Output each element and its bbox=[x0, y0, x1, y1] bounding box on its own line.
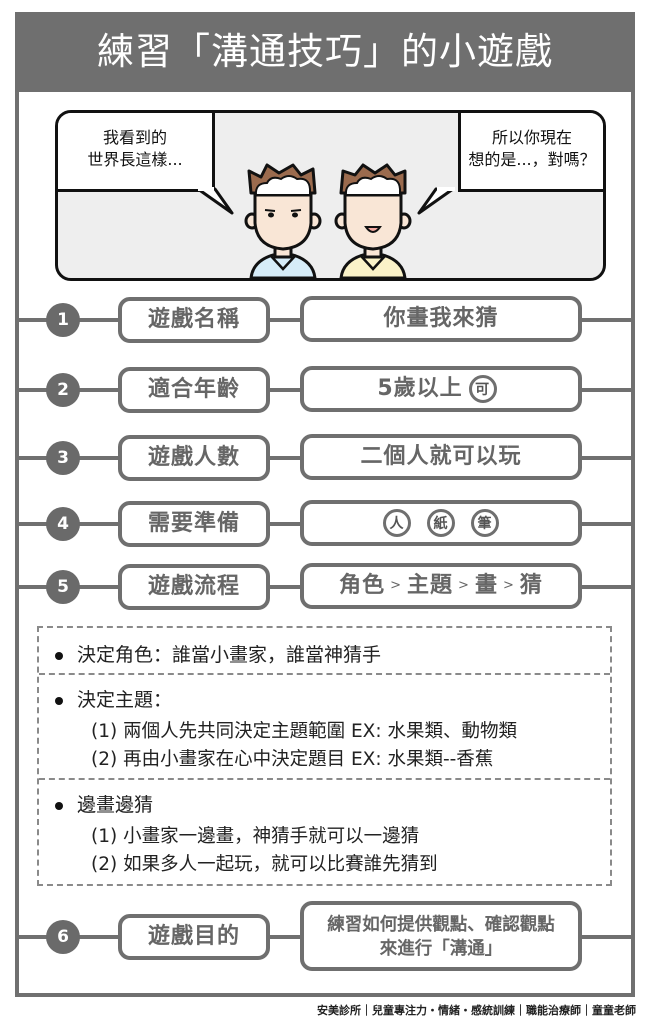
speech-bubble-right: 所以你現在 想的是...，對嗎？ bbox=[458, 113, 603, 192]
details-section-role: 決定角色：誰當小畫家，誰當神猜手 bbox=[39, 628, 610, 674]
header-bar: 練習「溝通技巧」的小遊戲 bbox=[15, 12, 635, 92]
section-line: (2) 再由小畫家在心中決定題目 EX: 水果類--香蕉 bbox=[91, 749, 494, 770]
person-item-icon: 人 bbox=[383, 509, 411, 537]
purpose-line-2: 來進行「溝通」 bbox=[379, 939, 503, 959]
section-heading: 決定角色：誰當小畫家，誰當神猜手 bbox=[77, 644, 382, 666]
row-1-label: 遊戲名稱 bbox=[118, 297, 270, 343]
step-number-3: 3 bbox=[46, 441, 80, 475]
frame-right bbox=[631, 92, 635, 997]
step-number-1: 1 bbox=[46, 303, 80, 337]
divider bbox=[39, 778, 610, 780]
row-3-value: 二個人就可以玩 bbox=[300, 434, 582, 480]
age-text: 5歲以上 bbox=[377, 376, 463, 401]
arrow-right-icon: > bbox=[390, 578, 403, 593]
details-box: 決定角色：誰當小畫家，誰當神猜手 決定主題： (1) 兩個人先共同決定主題範圍 … bbox=[37, 626, 612, 886]
divider bbox=[39, 673, 610, 675]
bubble-right-tail-icon bbox=[417, 187, 455, 215]
row-6-value: 練習如何提供觀點、確認觀點 來進行「溝通」 bbox=[300, 901, 582, 971]
section-line: (1) 小畫家一邊畫，神猜手就可以一邊猜 bbox=[91, 826, 420, 847]
footer-credit: 安美診所｜兒童專注力・情緒・感統訓練｜職能治療師｜童童老師 bbox=[317, 1004, 636, 1017]
arrow-right-icon: > bbox=[502, 578, 515, 593]
bubble-right-line-1: 所以你現在 bbox=[491, 128, 572, 147]
bubble-left-line-1: 我看到的 bbox=[102, 128, 167, 147]
bullet-icon bbox=[55, 696, 63, 705]
frame-bottom bbox=[15, 993, 635, 997]
row-1-value: 你畫我來猜 bbox=[300, 296, 582, 342]
flow-step-role: 角色 bbox=[339, 573, 386, 598]
row-2-label: 適合年齡 bbox=[118, 367, 270, 413]
row-3-label: 遊戲人數 bbox=[118, 435, 270, 481]
speech-bubble-left: 我看到的 世界長這樣... bbox=[58, 113, 215, 192]
arrow-right-icon: > bbox=[458, 578, 470, 593]
ok-badge-icon: 可 bbox=[468, 375, 497, 403]
row-5-label: 遊戲流程 bbox=[118, 564, 270, 610]
step-number-4: 4 bbox=[46, 507, 80, 541]
purpose-line-1: 練習如何提供觀點、確認觀點 bbox=[327, 915, 555, 935]
page-title: 練習「溝通技巧」的小遊戲 bbox=[97, 30, 553, 73]
flow-step-draw: 畫 bbox=[474, 573, 498, 598]
step-number-6: 6 bbox=[46, 920, 80, 954]
section-heading: 邊畫邊猜 bbox=[77, 794, 154, 816]
row-6-label: 遊戲目的 bbox=[118, 914, 270, 960]
comic-panel: 我看到的 世界長這樣... 所以你現在 想的是...，對嗎？ bbox=[55, 110, 606, 281]
bubble-right-line-2: 想的是...，對嗎？ bbox=[468, 150, 596, 169]
row-2-value: 5歲以上可 bbox=[300, 366, 582, 412]
person-left-icon bbox=[244, 163, 322, 278]
row-4-label: 需要準備 bbox=[118, 501, 270, 547]
frame-left bbox=[15, 92, 19, 997]
pen-item-icon: 筆 bbox=[471, 509, 499, 537]
bullet-icon bbox=[55, 801, 63, 810]
flow-step-topic: 主題 bbox=[407, 573, 454, 598]
row-5-value: 角色 > 主題 > 畫 > 猜 bbox=[300, 563, 582, 609]
section-heading: 決定主題： bbox=[77, 689, 173, 711]
person-right-icon bbox=[334, 163, 412, 278]
step-number-5: 5 bbox=[46, 570, 80, 604]
bubble-left-line-2: 世界長這樣... bbox=[87, 150, 183, 169]
paper-item-icon: 紙 bbox=[427, 509, 455, 537]
section-line: (2) 如果多人一起玩，就可以比賽誰先猜到 bbox=[91, 854, 438, 875]
section-line: (1) 兩個人先共同決定主題範圍 EX: 水果類、動物類 bbox=[91, 721, 517, 742]
details-section-play: 邊畫邊猜 (1) 小畫家一邊畫，神猜手就可以一邊猜 (2) 如果多人一起玩，就可… bbox=[39, 780, 610, 884]
step-number-2: 2 bbox=[46, 373, 80, 407]
row-4-value: 人紙筆 bbox=[300, 500, 582, 546]
bullet-icon bbox=[55, 651, 63, 660]
flow-step-guess: 猜 bbox=[519, 573, 543, 598]
details-section-topic: 決定主題： (1) 兩個人先共同決定主題範圍 EX: 水果類、動物類 (2) 再… bbox=[39, 675, 610, 777]
bubble-left-tail-icon bbox=[198, 187, 234, 215]
